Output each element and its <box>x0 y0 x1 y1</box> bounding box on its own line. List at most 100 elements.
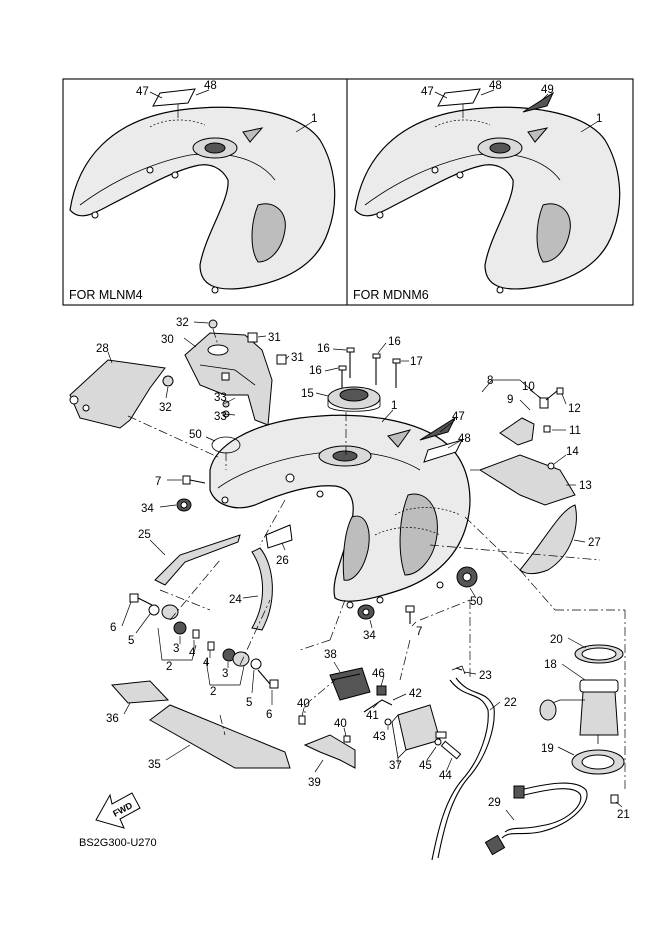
fuel-pump-assembly <box>539 644 625 804</box>
callout-39: 39 <box>308 777 321 789</box>
callout-50-b: 50 <box>470 596 483 608</box>
callout-8: 8 <box>487 375 493 387</box>
callout-31-b: 31 <box>291 352 304 364</box>
callout-38: 38 <box>324 649 337 661</box>
variant-panels: 47 48 1 FOR MLNM4 47 48 49 1 FOR MDNM6 <box>62 78 634 306</box>
bracket-24 <box>251 547 273 631</box>
fuel-line-29 <box>484 782 588 856</box>
fuel-hose-22 <box>431 665 495 861</box>
callout-3-b: 3 <box>222 668 228 680</box>
callout-29: 29 <box>488 797 501 809</box>
callout-6-b: 6 <box>266 709 272 721</box>
variant-label-mlnm4: FOR MLNM4 <box>69 288 143 302</box>
callout-47-right: 47 <box>421 86 434 98</box>
callout-24: 24 <box>229 594 242 606</box>
callout-16-c: 16 <box>309 365 322 377</box>
callout-37: 37 <box>389 760 402 772</box>
forward-direction-arrow-icon: FWD <box>95 792 141 829</box>
rubber-pad-26 <box>265 524 293 551</box>
callout-47: 47 <box>452 411 465 423</box>
callout-1-left: 1 <box>311 113 317 125</box>
callout-12: 12 <box>568 403 581 415</box>
callout-9: 9 <box>507 394 513 406</box>
mounting-plate-39 <box>298 715 356 769</box>
callout-35: 35 <box>148 759 161 771</box>
callout-44: 44 <box>439 770 452 782</box>
callout-31-a: 31 <box>268 332 281 344</box>
callout-20: 20 <box>550 634 563 646</box>
callout-33-b: 33 <box>214 411 227 423</box>
small-fittings <box>363 667 463 760</box>
callout-34-a: 34 <box>141 503 154 515</box>
side-cover-27 <box>519 504 577 575</box>
callout-30: 30 <box>161 334 174 346</box>
callout-19: 19 <box>541 743 554 755</box>
callout-36: 36 <box>106 713 119 725</box>
callout-48: 48 <box>458 433 471 445</box>
callout-17: 17 <box>410 356 423 368</box>
callout-13: 13 <box>579 480 592 492</box>
mounting-hardware-right <box>207 641 279 689</box>
callout-22: 22 <box>504 697 517 709</box>
callout-28: 28 <box>96 343 109 355</box>
callout-11: 11 <box>569 425 581 437</box>
emblem-decal-48 <box>423 439 463 463</box>
callout-33-a: 33 <box>214 392 227 404</box>
callout-27: 27 <box>588 537 601 549</box>
callout-26: 26 <box>276 555 289 567</box>
callout-5-a: 5 <box>128 635 134 647</box>
assembly-leader-lines <box>169 328 626 790</box>
callout-15: 15 <box>301 388 314 400</box>
variant-label-mdnm6: FOR MDNM6 <box>353 288 429 302</box>
canister-37 <box>391 704 447 759</box>
callout-10: 10 <box>522 381 535 393</box>
callout-1-right: 1 <box>596 113 602 125</box>
seat-pad-36 <box>110 680 170 704</box>
damper-34-left <box>176 498 192 512</box>
callout-32-b: 32 <box>159 402 172 414</box>
callout-41: 41 <box>366 710 379 722</box>
callout-50-a: 50 <box>189 429 202 441</box>
fuel-tank-variant-mdnm6 <box>354 88 621 294</box>
callout-16-a: 16 <box>317 343 330 355</box>
fuel-tank-cap <box>327 386 381 455</box>
callout-48-left: 48 <box>204 80 217 92</box>
callout-18: 18 <box>544 659 557 671</box>
callout-6-a: 6 <box>110 622 116 634</box>
relay-38 <box>329 667 371 701</box>
callout-7-b: 7 <box>416 626 422 638</box>
main-exploded-view: 1 47 48 15 16 16 <box>69 317 630 861</box>
callout-32-a: 32 <box>176 317 189 329</box>
reference-code: BS2G300-U270 <box>79 837 157 849</box>
callout-43: 43 <box>373 731 386 743</box>
bolt-7-left <box>182 475 206 485</box>
tank-top-cover <box>184 319 287 426</box>
side-cover-28 <box>69 359 221 459</box>
mounting-bracket-assembly <box>470 387 576 506</box>
emblem-decal-47 <box>419 416 457 441</box>
damper-34-right <box>357 604 415 624</box>
mounting-hardware-left <box>129 589 211 639</box>
callout-2-b: 2 <box>210 686 216 698</box>
cap-bolts <box>338 347 401 388</box>
callout-16-b: 16 <box>388 336 401 348</box>
callout-46: 46 <box>372 668 385 680</box>
callout-48-right: 48 <box>489 80 502 92</box>
callout-23: 23 <box>479 670 492 682</box>
callout-25: 25 <box>138 529 151 541</box>
callout-1: 1 <box>391 400 397 412</box>
drain-grommet-50 <box>456 566 478 588</box>
callout-40-a: 40 <box>297 698 310 710</box>
callout-21: 21 <box>617 809 630 821</box>
callout-7-a: 7 <box>155 476 161 488</box>
callout-49-right: 49 <box>541 84 554 96</box>
callout-34-b: 34 <box>363 630 376 642</box>
callout-5-b: 5 <box>246 697 252 709</box>
side-trim-25 <box>154 534 241 586</box>
callout-47-left: 47 <box>136 86 149 98</box>
callout-2-a: 2 <box>166 661 172 673</box>
callout-3-a: 3 <box>173 643 179 655</box>
callout-45: 45 <box>419 760 432 772</box>
fuel-tank-variant-mlnm4 <box>69 88 336 294</box>
